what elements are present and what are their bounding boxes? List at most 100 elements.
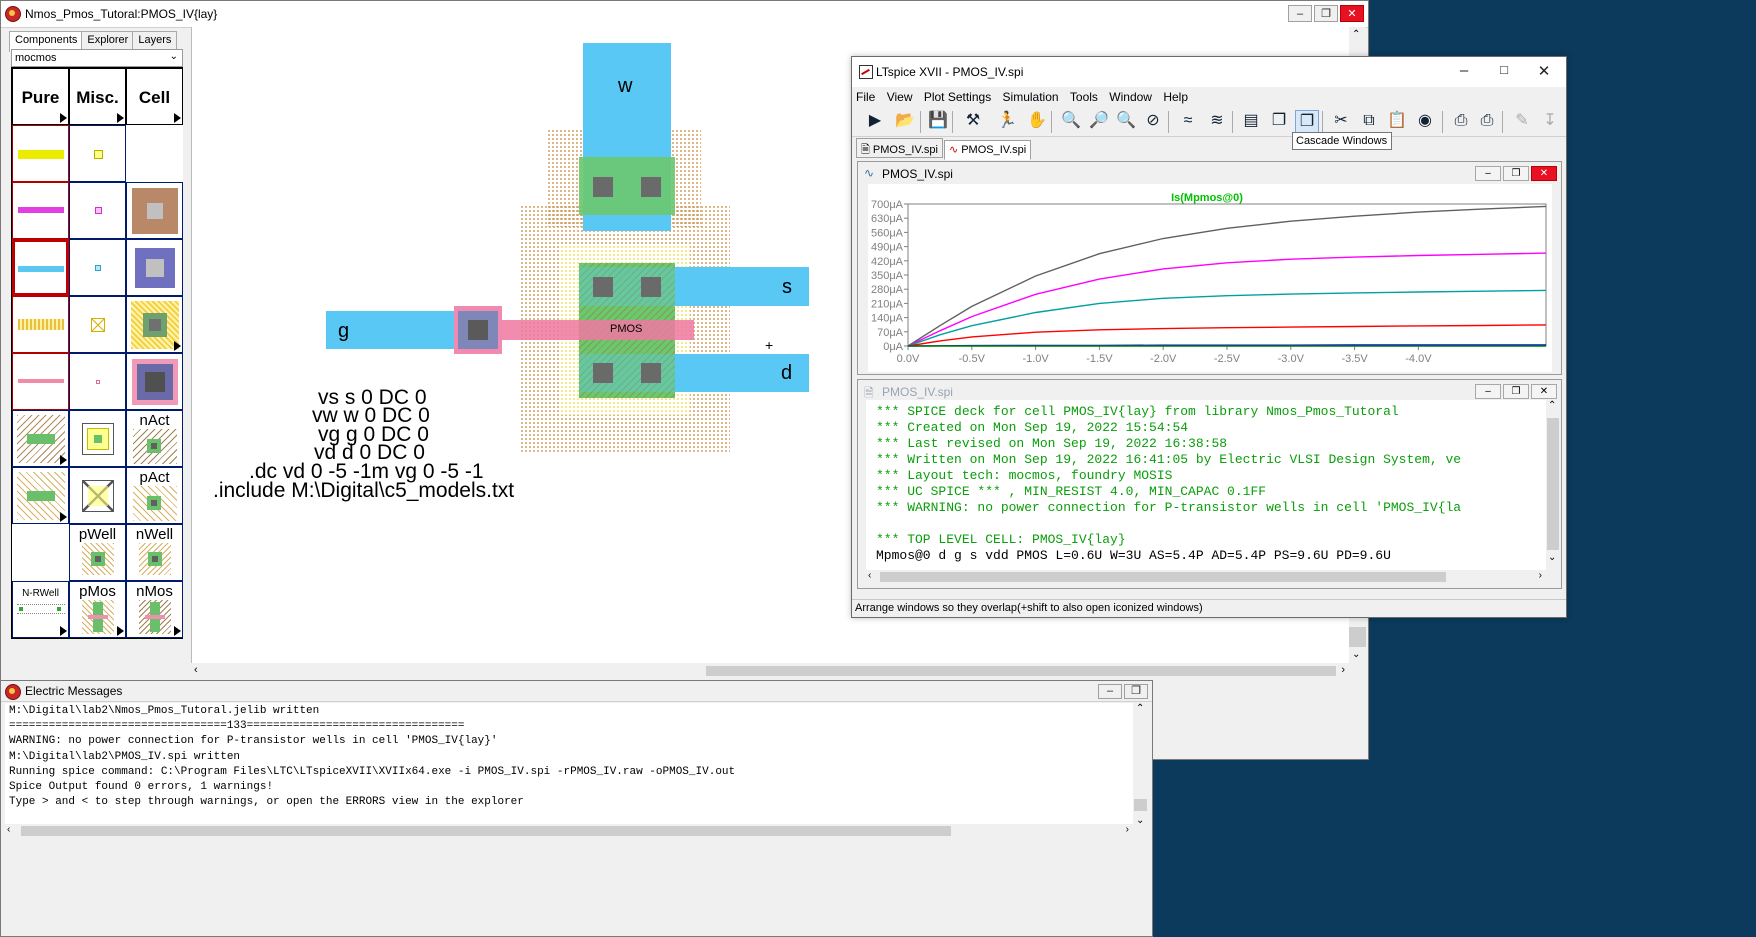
hand-pan-icon[interactable]: ✋ <box>1027 112 1047 129</box>
pencil-icon[interactable]: ✎ <box>1515 112 1529 129</box>
palette-poly-arc[interactable] <box>12 353 69 410</box>
palette-header-pure[interactable]: Pure <box>12 68 69 125</box>
palette-pmos[interactable]: pMos <box>69 581 126 638</box>
technology-select[interactable]: mocmos ⌄ <box>11 49 183 67</box>
palette-poly-metal-contact[interactable] <box>126 353 183 410</box>
menu-window[interactable]: Window <box>1109 90 1152 104</box>
paste-icon[interactable]: 📋 <box>1387 112 1407 129</box>
messages-log[interactable]: M:\Digital\lab2\Nmos_Pmos_Tutoral.jelib … <box>5 703 1133 825</box>
palette-transistor-d[interactable] <box>69 467 126 524</box>
palette-pwell[interactable]: pWell <box>69 524 126 581</box>
restore-button[interactable]: ❐ <box>1314 5 1338 22</box>
scroll-down-icon[interactable]: ⌄ <box>1548 552 1557 563</box>
palette-header-misc[interactable]: Misc. <box>69 68 126 125</box>
spice-code-line[interactable]: vd d 0 DC 0 <box>314 441 425 464</box>
scroll-right-icon[interactable]: › <box>1341 664 1345 676</box>
scroll-up-icon[interactable]: ⌃ <box>1352 29 1361 40</box>
palette-header-cell[interactable]: Cell <box>126 68 183 125</box>
control-panel-icon[interactable]: ⚒ <box>965 112 981 129</box>
palette-pact[interactable]: pAct <box>126 467 183 524</box>
netlist-vertical-scrollbar[interactable]: ⌃ ⌄ <box>1546 400 1560 570</box>
scroll-thumb[interactable] <box>1547 418 1559 550</box>
close-button[interactable]: ✕ <box>1537 63 1551 80</box>
find-binoculars-icon[interactable]: ◉ <box>1418 112 1432 129</box>
menu-simulation[interactable]: Simulation <box>1002 90 1059 104</box>
palette-metal3-arc-selected[interactable] <box>12 239 69 296</box>
scroll-right-icon[interactable]: › <box>1538 570 1542 581</box>
spice-code-line[interactable]: vg g 0 DC 0 <box>318 423 429 446</box>
close-button[interactable]: ✕ <box>1531 384 1557 399</box>
palette-transistor-c[interactable] <box>12 467 69 524</box>
zoom-fit-icon[interactable]: 🔎 <box>1089 112 1109 129</box>
scroll-right-icon[interactable]: › <box>1125 824 1129 835</box>
netlist-text[interactable]: *** SPICE deck for cell PMOS_IV{lay} fro… <box>866 400 1546 570</box>
scroll-left-icon[interactable]: ‹ <box>194 664 198 676</box>
autorange-icon[interactable]: ≈ <box>1183 112 1193 129</box>
canvas-horizontal-scrollbar[interactable]: ‹ › <box>191 663 1349 679</box>
scroll-thumb[interactable] <box>880 572 1446 582</box>
messages-titlebar[interactable]: Electric Messages –❐ <box>1 681 1152 702</box>
palette-nwell[interactable]: nWell <box>126 524 183 581</box>
doc-tab-plot[interactable]: ∿ PMOS_IV.spi <box>943 140 1032 160</box>
spice-code-line[interactable]: .dc vd 0 -5 -1m vg 0 -5 -1 <box>249 460 484 483</box>
tab-components[interactable]: Components <box>9 31 84 52</box>
save-icon[interactable]: 💾 <box>928 112 948 129</box>
print-icon[interactable]: ⎙ <box>1480 112 1494 129</box>
tab-layers[interactable]: Layers <box>132 31 178 52</box>
metal-d-wire[interactable] <box>675 354 809 392</box>
ltspice-titlebar[interactable]: LTspice XVII - PMOS_IV.spi – □ ✕ <box>852 57 1566 87</box>
scroll-down-icon[interactable]: ⌄ <box>1136 815 1145 826</box>
scroll-up-icon[interactable]: ⌃ <box>1136 703 1145 714</box>
menu-tools[interactable]: Tools <box>1069 90 1098 104</box>
cascade-windows-icon[interactable]: ❐ <box>1271 112 1287 129</box>
electric-titlebar[interactable]: Nmos_Pmos_Tutoral:PMOS_IV{lay} –❐✕ <box>1 1 1368 28</box>
restore-button[interactable]: ❐ <box>1124 684 1148 699</box>
minimize-button[interactable]: – <box>1098 684 1122 699</box>
palette-poly-contact[interactable] <box>126 182 183 239</box>
zoom-cancel-icon[interactable]: ⊘ <box>1146 112 1160 129</box>
palette-metal1-arc[interactable] <box>12 125 69 182</box>
messages-vertical-scrollbar[interactable]: ⌃ ⌄ <box>1133 703 1149 831</box>
copy-icon[interactable]: ⧉ <box>1363 112 1375 129</box>
menu-file[interactable]: File <box>856 90 876 104</box>
tile-horizontal-icon[interactable]: ▤ <box>1243 112 1259 129</box>
palette-transistor-b[interactable] <box>69 410 126 467</box>
minimize-button[interactable]: – <box>1475 166 1501 181</box>
cut-icon[interactable]: ✂ <box>1334 112 1348 129</box>
waveform-chart[interactable]: 0μA70μA140μA210μA280μA350μA420μA490μA560… <box>868 184 1552 372</box>
print-preview-icon[interactable]: ⎙ <box>1454 112 1468 129</box>
open-folder-icon[interactable]: 📂 <box>895 112 915 129</box>
scroll-thumb[interactable] <box>706 666 1336 676</box>
scroll-left-icon[interactable]: ‹ <box>7 824 11 835</box>
menu-view[interactable]: View <box>886 90 913 104</box>
palette-metal3-pin[interactable] <box>69 239 126 296</box>
palette-nact[interactable]: nAct <box>126 410 183 467</box>
scroll-left-icon[interactable]: ‹ <box>868 570 872 581</box>
palette-active-arc[interactable] <box>12 296 69 353</box>
metal-g-wire[interactable] <box>326 311 454 349</box>
palette-well-contact[interactable] <box>126 296 183 353</box>
spice-code-line[interactable]: vs s 0 DC 0 <box>318 386 427 409</box>
palette-nrwell[interactable]: N-RWell <box>12 581 69 638</box>
minimize-button[interactable]: – <box>1475 384 1501 399</box>
minimize-button[interactable]: – <box>1288 5 1312 22</box>
tile-vertical-icon[interactable]: ❐ <box>1295 110 1319 134</box>
palette-metal-contact[interactable] <box>126 239 183 296</box>
scroll-down-icon[interactable]: ⌄ <box>1352 649 1361 660</box>
running-man-icon[interactable]: 🏃 <box>997 112 1017 129</box>
menu-help[interactable]: Help <box>1163 90 1188 104</box>
palette-active-pin[interactable] <box>69 296 126 353</box>
run-icon[interactable]: ▶ <box>868 112 882 129</box>
messages-horizontal-scrollbar[interactable]: ‹ › <box>5 824 1133 838</box>
restore-button[interactable]: ❐ <box>1503 384 1529 399</box>
spice-code-line[interactable]: vw w 0 DC 0 <box>312 404 430 427</box>
scroll-thumb[interactable] <box>1349 627 1366 647</box>
palette-transistor-a[interactable] <box>12 410 69 467</box>
ground-icon[interactable]: ↧ <box>1543 112 1557 129</box>
netlist-horizontal-scrollbar[interactable]: ‹ › <box>866 570 1546 584</box>
zoom-in-icon[interactable]: 🔍 <box>1061 112 1081 129</box>
scroll-thumb[interactable] <box>1134 799 1147 811</box>
palette-metal2-pin[interactable] <box>69 182 126 239</box>
spice-code-line[interactable]: .include M:\Digital\c5_models.txt <box>213 479 515 502</box>
